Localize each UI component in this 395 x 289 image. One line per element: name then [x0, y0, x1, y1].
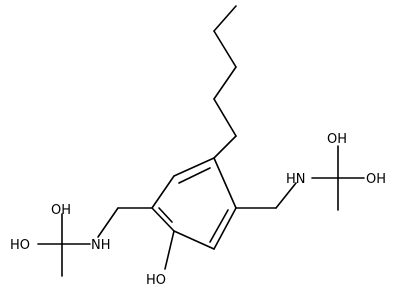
phenol-group	[164, 230, 175, 270]
ring-double-bond-2	[209, 209, 229, 243]
ring-bond-3	[213, 207, 237, 250]
label-oh-left-1: OH	[51, 203, 71, 218]
label-oh-left-2: HO	[10, 238, 30, 253]
phenol-bond	[164, 230, 175, 270]
left-ch2-n-bond	[97, 207, 119, 238]
label-nh-left: NH	[91, 238, 111, 253]
right-substituent	[235, 145, 365, 211]
ring-bond-4	[173, 230, 215, 250]
pentyl-chain	[213, 5, 237, 159]
pentyl-bond-5	[213, 5, 237, 32]
ring-bond-5	[151, 207, 175, 232]
ring-bond-2	[213, 157, 237, 209]
pentyl-bond-2	[213, 98, 237, 137]
ring-double-bond-3	[158, 207, 173, 223]
benzene-ring	[151, 157, 237, 250]
ring-double-bond-1	[178, 167, 211, 184]
label-oh-top-right-2: OH	[366, 172, 386, 187]
right-ch2-n-bond	[275, 182, 297, 209]
left-substituent	[37, 207, 153, 277]
ring-bond-6	[151, 175, 175, 209]
pentyl-bond-1	[213, 135, 237, 159]
pentyl-bond-4	[213, 30, 237, 68]
label-oh-top-right-1: OH	[327, 132, 347, 147]
ring-bond-1	[173, 157, 215, 177]
label-nh-right: HN	[286, 172, 306, 187]
pentyl-bond-3	[213, 66, 237, 100]
label-oh-phenol: HO	[146, 273, 166, 288]
